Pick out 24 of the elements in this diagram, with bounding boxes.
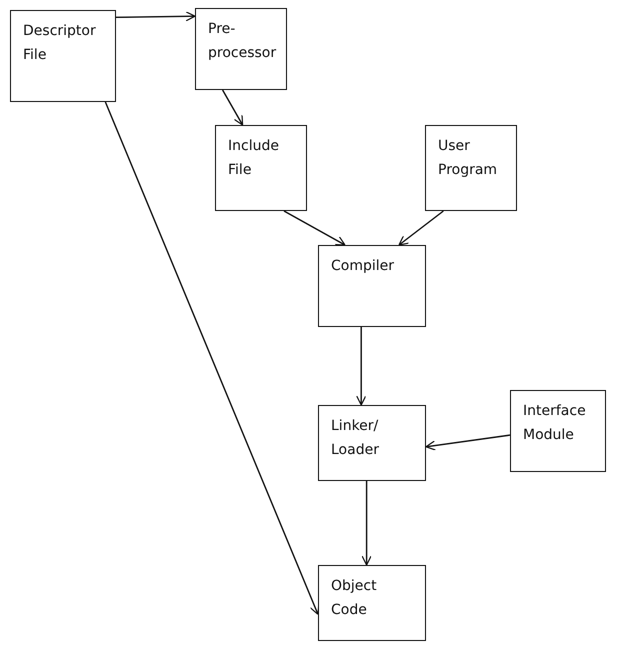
process-box (215, 125, 307, 211)
box-label: Descriptor File (23, 22, 97, 65)
box-label: Interface Module (523, 402, 587, 445)
arrow (356, 327, 366, 406)
process-box (318, 405, 426, 481)
arrow (104, 102, 320, 615)
arrow (425, 434, 510, 451)
arrow (116, 11, 196, 22)
process-box (318, 245, 426, 327)
arrow (398, 210, 444, 246)
box-label: Linker/ Loader (331, 417, 380, 460)
process-box (510, 390, 606, 472)
process-box (10, 10, 116, 102)
box-label: Object Code (331, 577, 378, 620)
process-box (318, 565, 426, 641)
arrow (222, 90, 244, 126)
arrow (362, 481, 372, 566)
process-box (425, 125, 517, 211)
box-label: Compiler (331, 257, 396, 276)
arrow (284, 210, 346, 246)
box-label: User Program (438, 137, 498, 180)
box-label: Include File (228, 137, 280, 180)
box-label: Pre-processor (208, 20, 274, 63)
process-box (195, 8, 287, 90)
